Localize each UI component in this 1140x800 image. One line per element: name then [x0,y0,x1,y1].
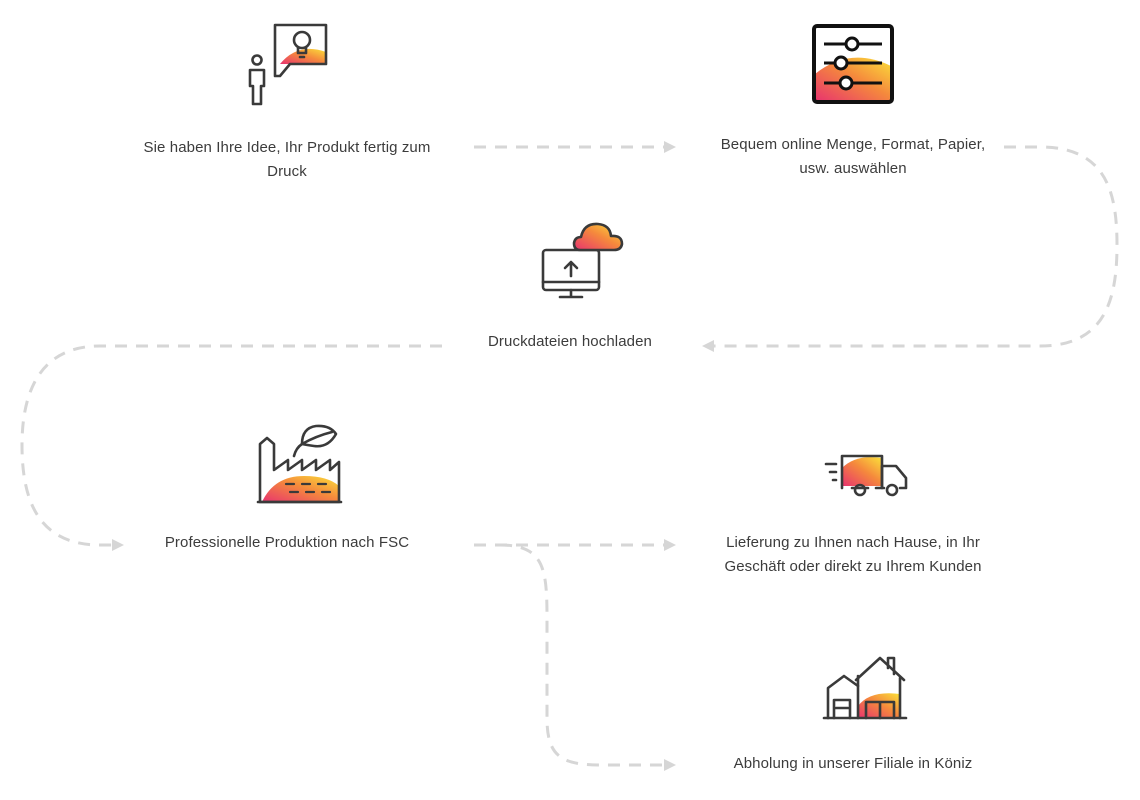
delivery-truck-icon [822,450,912,502]
person-lightbulb-icon [240,20,332,108]
cloud-upload-monitor-icon [538,218,628,302]
store-house-icon [820,650,910,724]
connector-configure-to-upload [702,145,1119,352]
eco-factory-icon [254,420,344,506]
step-label-delivery: Lieferung zu Ihnen nach Hause, in Ihr Ge… [724,534,982,575]
connector-production-to-pickup [499,543,676,771]
step-label-production: Professionelle Produktion nach FSC [164,534,410,551]
step-label-pickup: Abholung in unserer Filiale in Köniz [733,755,973,772]
connector-idea-to-configure [474,141,676,153]
step-label-idea: Sie haben Ihre Idee, Ihr Produkt fertig … [143,139,431,180]
step-label-upload: Druckdateien hochladen [488,333,652,350]
connector-upload-to-production [20,344,442,551]
step-label-configure: Bequem online Menge, Format, Papier, usw… [720,136,986,177]
settings-sliders-icon [810,22,896,106]
